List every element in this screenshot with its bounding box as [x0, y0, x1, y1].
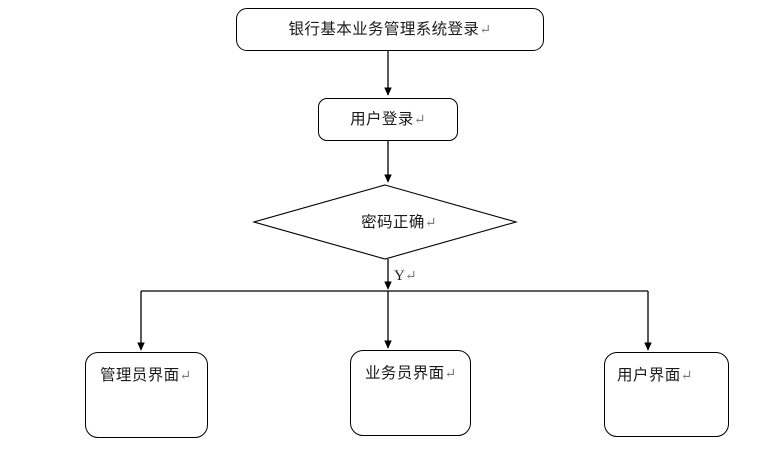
node-user-ui-label: 用户界面↵ — [617, 367, 693, 384]
node-user-ui[interactable]: 用户界面↵ — [604, 352, 729, 437]
node-system-login[interactable]: 银行基本业务管理系统登录↵ — [236, 8, 544, 51]
pilcrow-icon: ↵ — [444, 367, 457, 382]
pilcrow-icon: ↵ — [404, 269, 417, 284]
pilcrow-icon: ↵ — [680, 369, 693, 384]
decision-diamond-outline — [251, 184, 519, 260]
pilcrow-icon: ↵ — [424, 216, 437, 231]
node-system-login-label: 银行基本业务管理系统登录↵ — [288, 21, 492, 38]
pilcrow-icon: ↵ — [413, 113, 426, 128]
node-password-check-label: 密码正确↵ — [361, 214, 437, 231]
node-clerk-ui[interactable]: 业务员界面↵ — [350, 350, 471, 436]
node-admin-ui-label: 管理员界面↵ — [100, 367, 192, 384]
pilcrow-icon: ↵ — [479, 23, 492, 38]
node-password-check[interactable]: 密码正确↵ — [252, 184, 518, 261]
node-clerk-ui-label: 业务员界面↵ — [365, 365, 457, 382]
node-user-login-label: 用户登录↵ — [350, 111, 426, 128]
edge-label-yes: Y↵ — [394, 268, 417, 284]
node-user-login[interactable]: 用户登录↵ — [318, 98, 458, 141]
pilcrow-icon: ↵ — [179, 369, 192, 384]
node-admin-ui[interactable]: 管理员界面↵ — [85, 352, 208, 438]
